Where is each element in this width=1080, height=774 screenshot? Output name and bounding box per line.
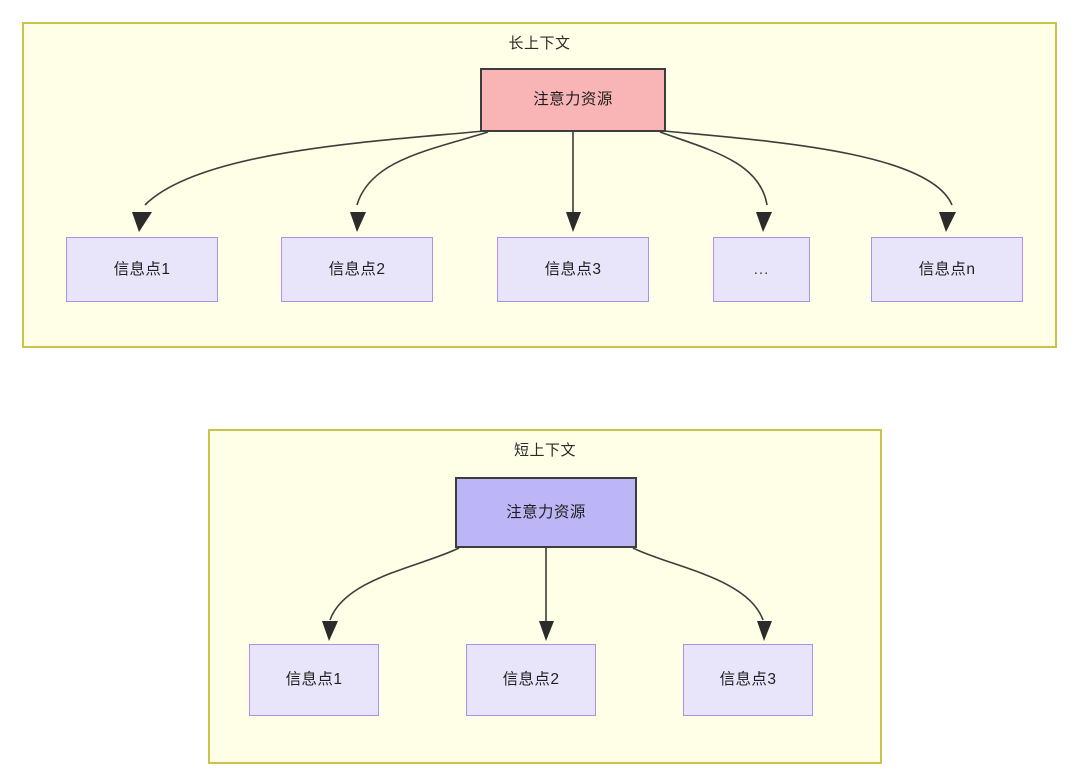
node-short-info-3-label: 信息点3 (719, 671, 777, 689)
node-short-info-2-label: 信息点2 (502, 671, 560, 689)
node-long-info-1-label: 信息点1 (113, 260, 171, 278)
node-attention-short[interactable]: 注意力资源 (455, 477, 637, 548)
node-long-info-ellipsis-label: ... (753, 261, 770, 278)
node-attention-long-label: 注意力资源 (533, 91, 613, 109)
node-long-info-n-label: 信息点n (918, 260, 976, 278)
panel-short-context-title: 短上下文 (513, 442, 576, 459)
panel-long-context-title: 长上下文 (508, 35, 571, 52)
node-long-info-3-label: 信息点3 (544, 260, 602, 278)
node-short-info-2[interactable]: 信息点2 (466, 644, 596, 716)
node-long-info-3[interactable]: 信息点3 (497, 237, 649, 302)
node-long-info-2-label: 信息点2 (328, 260, 386, 278)
node-short-info-1[interactable]: 信息点1 (249, 644, 379, 716)
node-long-info-ellipsis[interactable]: ... (713, 237, 810, 302)
node-long-info-n[interactable]: 信息点n (871, 237, 1023, 302)
node-long-info-1[interactable]: 信息点1 (66, 237, 218, 302)
node-attention-short-label: 注意力资源 (506, 503, 586, 521)
node-short-info-1-label: 信息点1 (285, 671, 343, 689)
node-long-info-2[interactable]: 信息点2 (281, 237, 433, 302)
node-short-info-3[interactable]: 信息点3 (683, 644, 813, 716)
node-attention-long[interactable]: 注意力资源 (480, 68, 666, 132)
